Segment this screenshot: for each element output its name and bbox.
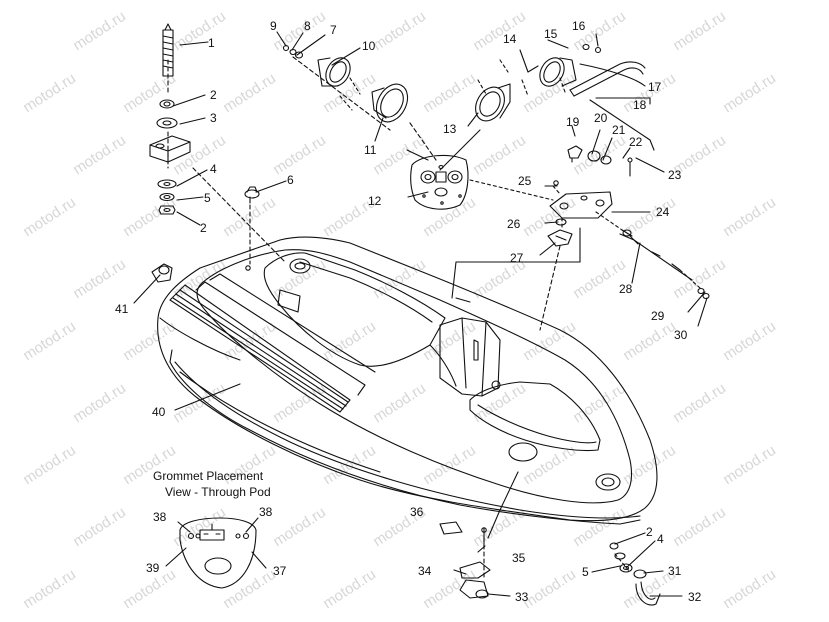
- switch-hardware: [568, 146, 632, 176]
- callout-17: 17: [648, 80, 662, 94]
- callout-23: 23: [668, 168, 682, 182]
- callout-21: 21: [612, 123, 626, 137]
- leader-lines: [134, 32, 707, 596]
- washer-stack: [158, 180, 176, 214]
- callout-10: 10: [362, 39, 376, 53]
- throttle-cable: [620, 230, 692, 280]
- callout-2b: 2: [200, 221, 207, 235]
- callout-25: 25: [518, 174, 532, 188]
- washer: [157, 118, 177, 128]
- drain-plug: [152, 264, 172, 282]
- callout-16: 16: [572, 19, 586, 33]
- callout-41: 41: [115, 302, 129, 316]
- cable-nuts: [698, 289, 709, 299]
- callout-13: 13: [443, 122, 457, 136]
- clip-27: [548, 230, 572, 246]
- callout-14: 14: [503, 32, 517, 46]
- callout-22: 22: [629, 135, 643, 149]
- instrument-pod: [411, 155, 468, 209]
- grommet-26: [556, 219, 566, 225]
- callout-27: 27: [510, 251, 524, 265]
- callout-6: 6: [287, 173, 294, 187]
- callout-5: 5: [204, 191, 211, 205]
- gauge-housing-right: [535, 54, 576, 91]
- bracket-18: [596, 98, 650, 104]
- hull-outline: [158, 237, 657, 524]
- pin-35: [482, 528, 486, 548]
- callout-11: 11: [364, 143, 377, 157]
- callout-26: 26: [507, 217, 521, 231]
- gauge-left: [370, 79, 414, 127]
- callout-28: 28: [619, 282, 633, 296]
- callout-20: 20: [594, 111, 608, 125]
- gauge-link-line: [440, 130, 480, 170]
- callout-31: 31: [668, 564, 682, 578]
- callout-1: 1: [208, 36, 215, 50]
- tag-36: [440, 522, 462, 534]
- callout-33: 33: [515, 590, 529, 604]
- callout-3: 3: [210, 111, 217, 125]
- gauge-housing-left: [318, 54, 355, 91]
- callout-9: 9: [270, 19, 277, 33]
- pod-link-line: [452, 228, 580, 298]
- callout-37: 37: [273, 564, 287, 578]
- nut: [160, 100, 174, 108]
- callout-4: 4: [210, 162, 217, 176]
- callout-35: 35: [512, 551, 526, 565]
- callout-7: 7: [330, 23, 337, 37]
- screw-25: [554, 181, 558, 185]
- callout-39: 39: [146, 561, 160, 575]
- callout-15: 15: [544, 27, 558, 41]
- small-fasteners-left: [284, 46, 303, 59]
- hardware-stack-right: [610, 543, 632, 572]
- callout-40: 40: [152, 405, 166, 419]
- grommet-placement-inset: [166, 518, 266, 588]
- callout-2: 2: [210, 88, 217, 102]
- gauge-right: [470, 82, 511, 126]
- grommet: [245, 187, 259, 203]
- callout-38-right: 38: [259, 505, 273, 519]
- callout-12: 12: [368, 194, 382, 208]
- inset-caption-line1: Grommet Placement: [153, 469, 264, 483]
- stud-bolt: [163, 24, 173, 76]
- u-bolt: [634, 570, 660, 605]
- inset-caption-line2: View - Through Pod: [165, 485, 271, 499]
- mounting-plate: [550, 192, 612, 218]
- callout-32: 32: [688, 590, 702, 604]
- callout-2c: 2: [646, 525, 653, 539]
- latch: [460, 562, 490, 598]
- callout-5b: 5: [582, 565, 589, 579]
- callout-38-left: 38: [153, 510, 167, 524]
- callout-36: 36: [410, 505, 424, 519]
- callout-29: 29: [651, 309, 665, 323]
- callout-18: 18: [633, 98, 647, 112]
- small-fasteners-right: [583, 45, 601, 53]
- callout-34: 34: [418, 564, 432, 578]
- callout-19: 19: [566, 115, 580, 129]
- callout-4b: 4: [657, 532, 664, 546]
- callout-30: 30: [674, 328, 688, 342]
- callout-24: 24: [656, 205, 670, 219]
- hose: [570, 62, 645, 96]
- callout-8: 8: [304, 19, 311, 33]
- mounting-bracket: [150, 136, 190, 162]
